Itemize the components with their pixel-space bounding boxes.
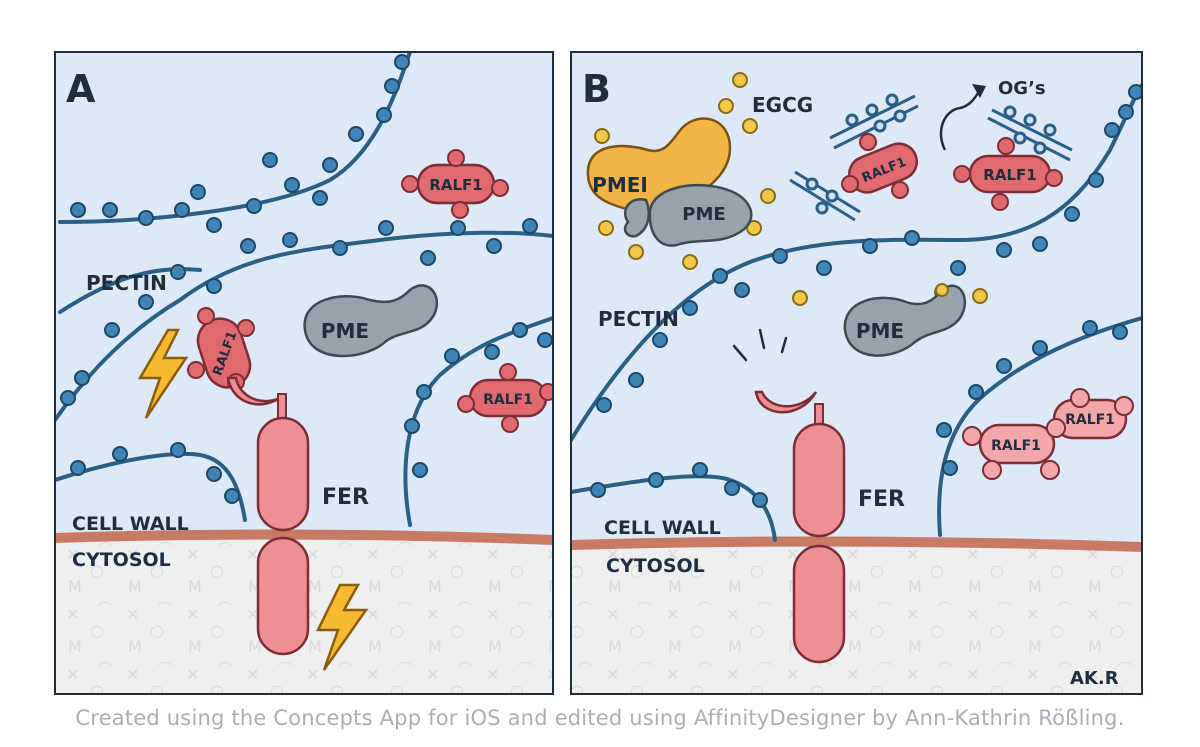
ralf1-label-a-top: RALF1 bbox=[429, 176, 482, 194]
panel-b-frame bbox=[570, 51, 1143, 695]
ralf1-label-a-right: RALF1 bbox=[483, 392, 533, 408]
egcg-label-b: EGCG bbox=[752, 93, 813, 117]
og-fragments-b bbox=[789, 93, 1073, 222]
plasma-membrane-a bbox=[55, 529, 553, 545]
cell-wall-label-a: CELL WALL bbox=[72, 513, 189, 535]
fer-label-b: FER bbox=[858, 487, 905, 512]
ogs-label-b: OG’s bbox=[998, 78, 1046, 99]
figure-caption: Created using the Concepts App for iOS a… bbox=[75, 706, 1125, 730]
cytosol-label-a: CYTOSOL bbox=[72, 549, 171, 571]
fer-receptor-b: FER bbox=[732, 328, 905, 664]
pme-label-a: PME bbox=[321, 319, 369, 343]
pmei-label-b: PMEI bbox=[592, 173, 648, 197]
fer-receptor-a: FER bbox=[226, 376, 369, 656]
signal-bolt-icon-a-bottom bbox=[315, 583, 369, 671]
panel-letter-a: A bbox=[66, 67, 96, 111]
panel-a: RALF1 RALF1 PME bbox=[54, 51, 554, 695]
cytosol-region-b bbox=[571, 548, 1142, 694]
ralf1-label-b-free-2: RALF1 bbox=[1065, 412, 1115, 428]
pectin-beads-b bbox=[590, 84, 1142, 508]
release-arrowhead-icon-b bbox=[972, 84, 986, 98]
pectin-label-a: PECTIN bbox=[86, 271, 167, 295]
signal-bolt-icon-a-top bbox=[137, 328, 189, 419]
pectin-beads-a bbox=[60, 54, 553, 504]
plasma-membrane-b bbox=[571, 536, 1142, 552]
ralf1-peptide-a-bound: RALF1 bbox=[187, 307, 255, 391]
ralf1-peptide-a-right: RALF1 bbox=[457, 363, 553, 433]
cell-wall-label-b: CELL WALL bbox=[604, 517, 721, 539]
ralf1-peptide-b-top-left: RALF1 bbox=[841, 133, 919, 199]
pme-enzyme-b-complex: PME bbox=[623, 184, 753, 247]
panel-a-frame bbox=[54, 51, 554, 695]
release-arrow-icon-b bbox=[939, 89, 982, 151]
pme-label-b-complex: PME bbox=[682, 204, 725, 225]
pme-label-b: PME bbox=[856, 319, 904, 343]
pme-enzyme-b: PME bbox=[843, 283, 966, 357]
artist-signature: AK.R bbox=[1070, 668, 1119, 689]
pectin-label-b: PECTIN bbox=[598, 307, 679, 331]
panel-b: PMEI PME PME RALF1 bbox=[570, 51, 1143, 695]
pme-enzyme-a: PME bbox=[303, 284, 439, 358]
panel-letter-b: B bbox=[582, 67, 611, 111]
ralf1-peptide-b-top-right: RALF1 bbox=[953, 137, 1063, 211]
ralf1-label-b-free-1: RALF1 bbox=[991, 438, 1041, 454]
ralf1-label-b-top-right: RALF1 bbox=[983, 166, 1036, 184]
ralf1-peptide-b-free-1: RALF1 bbox=[962, 423, 1060, 480]
ralf1-peptide-a-top: RALF1 bbox=[401, 149, 509, 219]
ralf1-peptide-b-free-2: RALF1 bbox=[1046, 388, 1134, 440]
fer-label-a: FER bbox=[322, 485, 369, 510]
cytosol-label-b: CYTOSOL bbox=[606, 555, 705, 577]
